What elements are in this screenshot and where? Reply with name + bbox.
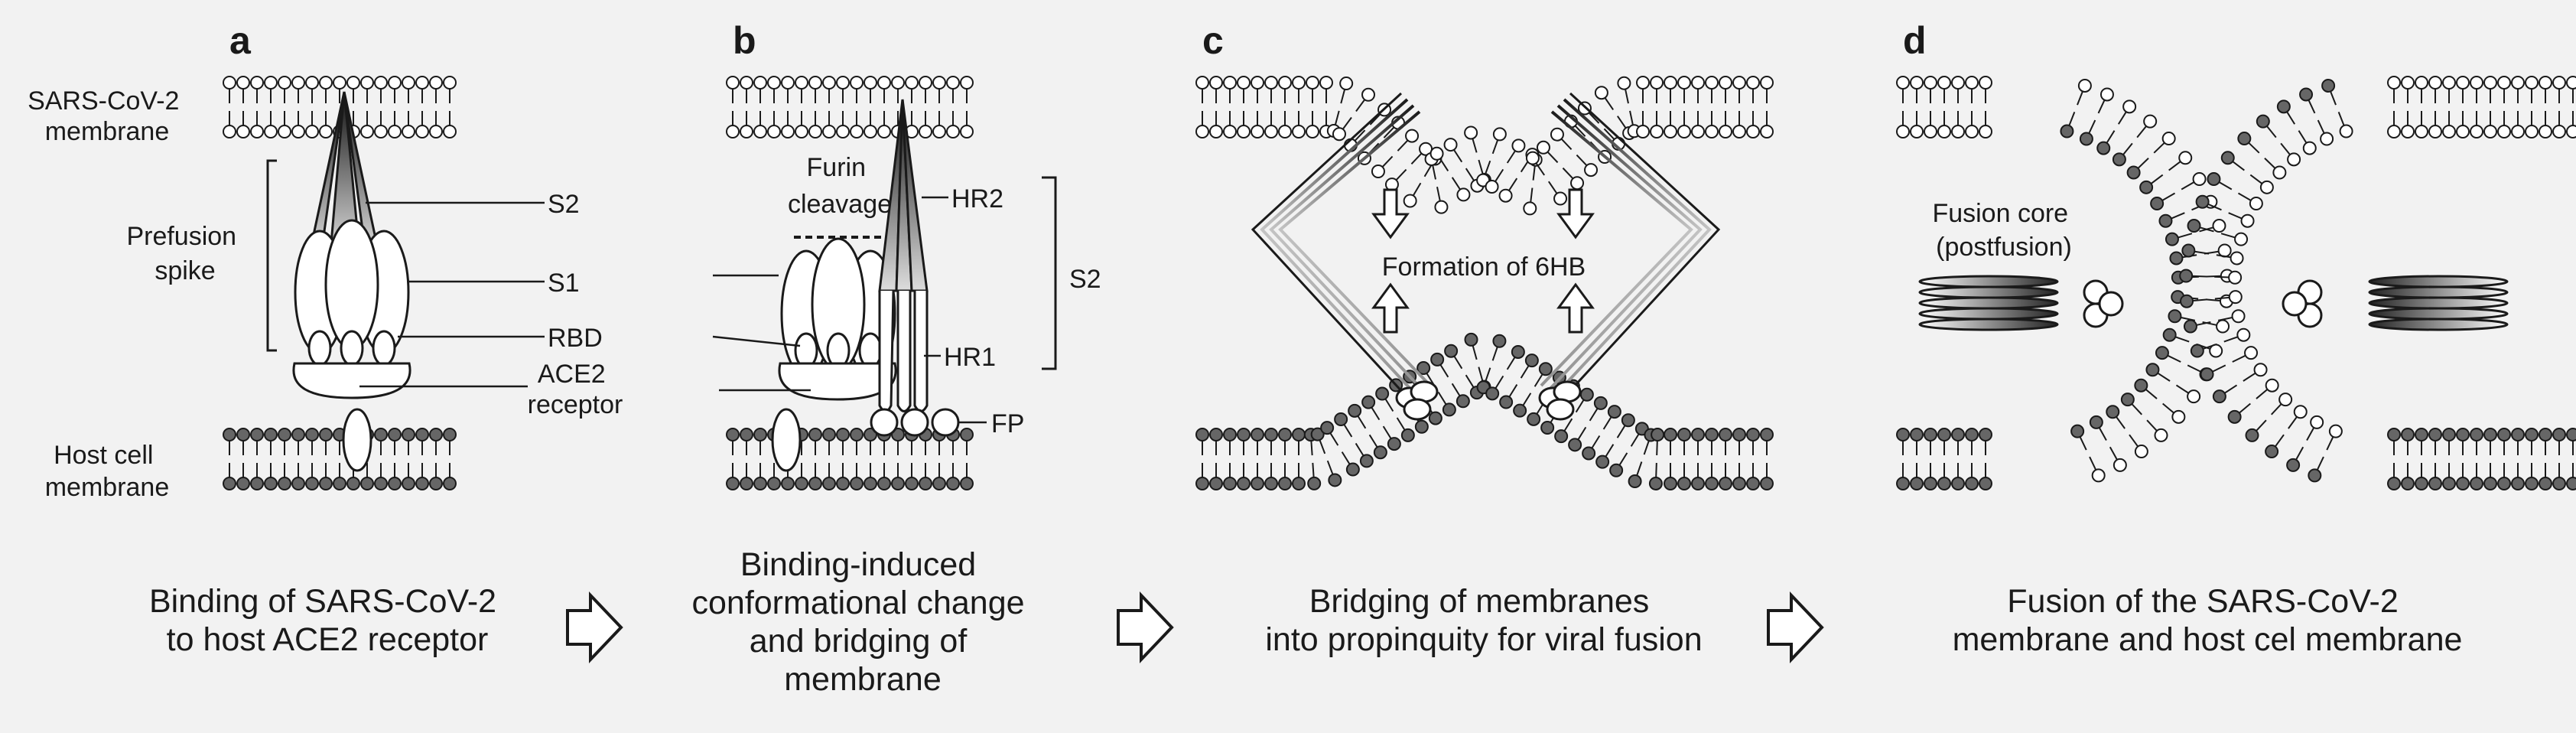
panel-b-letter: b bbox=[733, 19, 756, 62]
viral-membrane-bent bbox=[1195, 76, 1774, 216]
ace2-receptor bbox=[778, 362, 897, 401]
fusion-peptides-c bbox=[1395, 380, 1582, 421]
open-arrow-icon bbox=[1371, 188, 1410, 239]
open-arrows bbox=[1371, 188, 1595, 334]
ace2-anchor bbox=[342, 408, 372, 472]
host-cell-membrane bbox=[2387, 428, 2576, 490]
host-membrane-label: Host cell membrane bbox=[45, 441, 170, 502]
ace2-receptor bbox=[292, 362, 411, 399]
rbd bbox=[826, 332, 851, 369]
panel-d-letter: d bbox=[1903, 19, 1927, 62]
viral-membrane-label: SARS-CoV-2 membrane bbox=[28, 86, 187, 146]
open-arrow-icon bbox=[1556, 188, 1595, 239]
furin-cleavage-label: Furin cleavage bbox=[788, 153, 892, 219]
hr1-helix bbox=[896, 291, 912, 412]
panel-a-leaders bbox=[359, 201, 545, 388]
panel-b-caption: Binding-induced conformational change an… bbox=[691, 546, 1033, 698]
panel-d: d Fusion core (postfusion) Fusio bbox=[1903, 19, 2509, 658]
hr1-helix bbox=[878, 290, 895, 412]
s2-label: S2 bbox=[1069, 265, 1101, 294]
ace2-receptor-label: ACE2 receptor bbox=[528, 360, 623, 419]
fusion-peptides-d bbox=[2083, 279, 2323, 328]
rbd bbox=[340, 330, 364, 366]
prefusion-bracket bbox=[266, 159, 277, 352]
fp-label: FP bbox=[991, 409, 1024, 438]
fused-membrane-right bbox=[2179, 78, 2353, 483]
panel-d-caption: Fusion of the SARS-CoV-2 membrane and ho… bbox=[1953, 583, 2463, 658]
viral-membrane bbox=[1896, 76, 1992, 138]
panel-a: a SARS-CoV-2 bbox=[28, 19, 623, 658]
extended-s2 bbox=[870, 99, 960, 437]
hr2-label: HR2 bbox=[951, 184, 1003, 213]
bridging-helices bbox=[1251, 92, 1721, 406]
open-arrow-icon bbox=[1371, 282, 1410, 334]
fusion-core-bundles bbox=[1918, 275, 2509, 331]
rbd-leader bbox=[712, 335, 801, 347]
hr1-label: HR1 bbox=[944, 343, 996, 372]
s1-label: S1 bbox=[548, 269, 580, 298]
fusion-peptide bbox=[900, 408, 929, 437]
rbd bbox=[858, 332, 883, 369]
hr1-helix bbox=[913, 291, 929, 412]
prefusion-spike bbox=[292, 91, 411, 472]
host-cell-membrane bbox=[726, 428, 974, 490]
panel-a-caption: Binding of SARS-CoV-2 to host ACE2 recep… bbox=[149, 583, 506, 658]
formation-6hb-label: Formation of 6HB bbox=[1382, 252, 1586, 282]
s1-lobe bbox=[324, 219, 379, 350]
process-arrow-icon bbox=[566, 591, 623, 663]
prefusion-spike-label: Prefusion spike bbox=[126, 222, 243, 285]
rbd bbox=[794, 332, 818, 369]
rbd bbox=[307, 330, 332, 366]
process-arrow-icon bbox=[1117, 591, 1174, 663]
rbd-label: RBD bbox=[548, 324, 603, 353]
panel-b: b Furin cleavage bbox=[691, 19, 1101, 698]
s2-bracket bbox=[1042, 176, 1057, 370]
panel-c-caption: Bridging of membranes into propinquity f… bbox=[1265, 583, 1702, 658]
process-arrow-icon bbox=[1767, 591, 1824, 663]
fusion-peptide bbox=[931, 408, 960, 437]
s2-label: S2 bbox=[548, 190, 580, 219]
panel-a-letter: a bbox=[229, 19, 252, 62]
host-cell-membrane bbox=[223, 428, 457, 490]
viral-membrane bbox=[2387, 76, 2576, 138]
host-cell-membrane bbox=[1896, 428, 1992, 490]
viral-membrane bbox=[726, 76, 974, 138]
open-arrow-icon bbox=[1556, 282, 1595, 334]
fusion-core-label: Fusion core (postfusion) bbox=[1932, 199, 2075, 262]
host-cell-membrane-bent bbox=[1195, 332, 1774, 490]
fusion-peptide bbox=[870, 408, 899, 437]
rbd bbox=[372, 330, 396, 366]
fused-membrane-left bbox=[2060, 78, 2234, 483]
ace2-anchor bbox=[771, 408, 802, 472]
process-arrows bbox=[566, 591, 1824, 663]
panel-c: c Formation of 6HB bbox=[1202, 19, 1721, 658]
panel-c-letter: c bbox=[1202, 19, 1224, 62]
